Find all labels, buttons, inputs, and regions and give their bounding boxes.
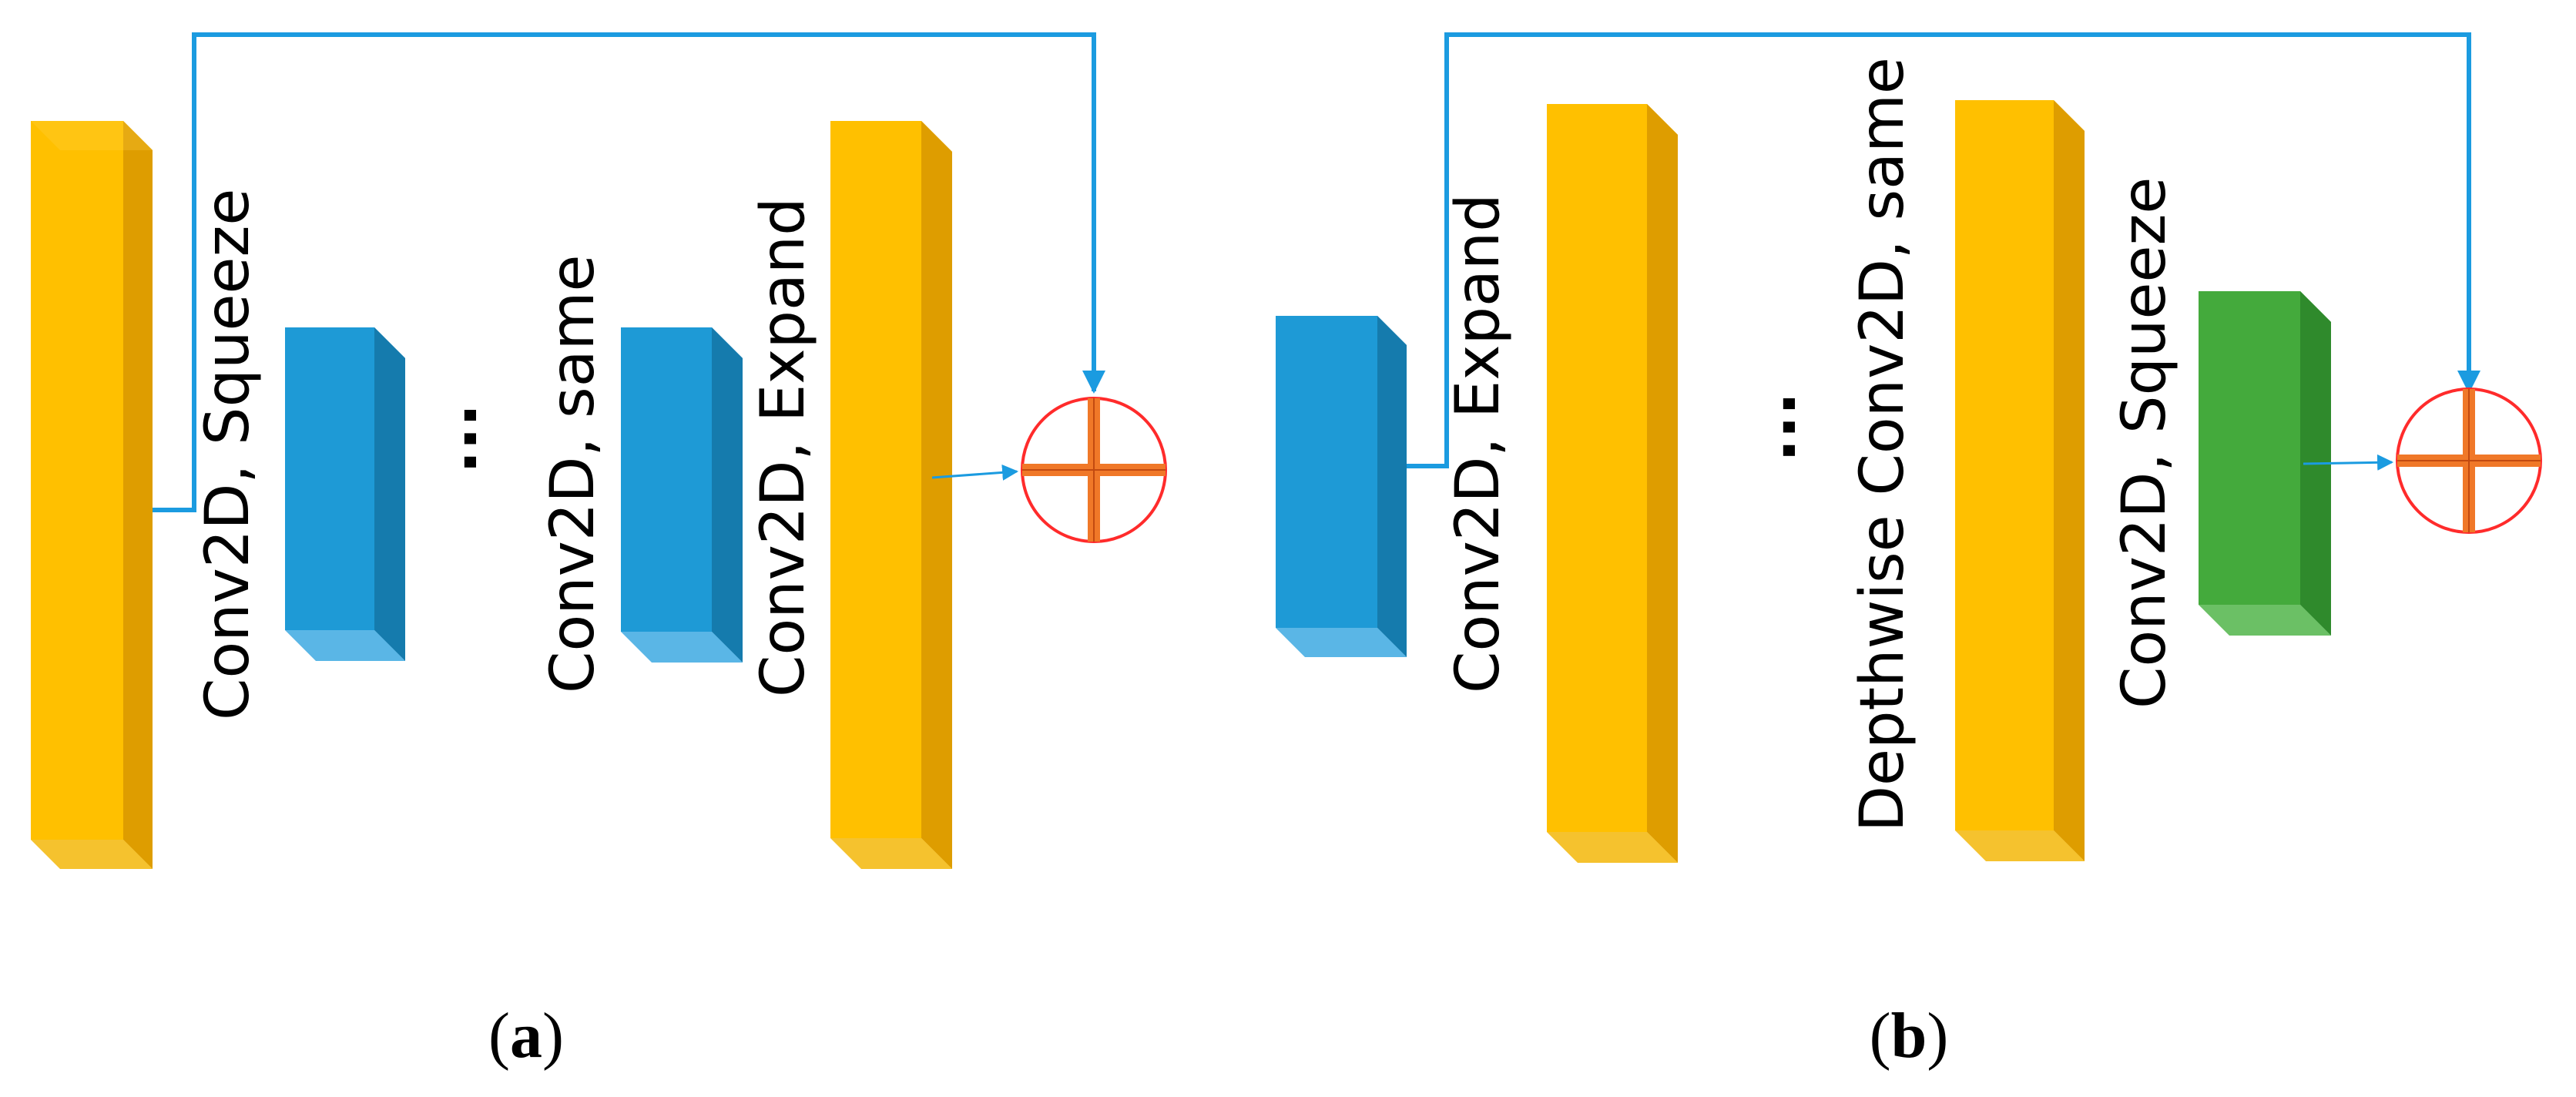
panel-a-label-same: Conv2D, same bbox=[538, 255, 608, 693]
panel-a-label-expand: Conv2D, Expand bbox=[749, 197, 818, 697]
panel-b-arrow-to-sum bbox=[2303, 454, 2394, 471]
panel-a-squeeze-block bbox=[285, 327, 405, 661]
panel-a: Conv2D, Squeeze ... Conv2D, same Conv2D,… bbox=[31, 32, 1167, 1072]
panel-a-arrow-to-sum bbox=[931, 464, 1019, 481]
panel-b-caption-close: ) bbox=[1927, 1000, 1948, 1072]
panel-a-input-block bbox=[31, 121, 153, 869]
panel-a-same-block bbox=[621, 327, 743, 663]
panel-b-caption-open: ( bbox=[1870, 1000, 1891, 1072]
panel-a-skip-connection bbox=[153, 32, 1105, 512]
panel-b-depthwise-block bbox=[1955, 100, 2085, 861]
panel-a-caption-letter: a bbox=[510, 1000, 542, 1072]
panel-b: Conv2D, Expand ... Depthwise Conv2D, sam… bbox=[1276, 32, 2542, 1072]
panel-a-ellipsis: ... bbox=[419, 404, 491, 474]
panel-b-label-expand: Conv2D, Expand bbox=[1444, 193, 1513, 693]
panel-b-ellipsis: ... bbox=[1738, 392, 1810, 462]
panel-b-label-squeeze: Conv2D, Squeeze bbox=[2110, 177, 2179, 709]
panel-a-caption: (a) bbox=[488, 1000, 564, 1072]
panel-b-expand-block bbox=[1547, 104, 1678, 863]
panel-b-caption: (b) bbox=[1870, 1000, 1949, 1072]
panel-b-input-block bbox=[1276, 316, 1407, 657]
panel-a-caption-close: ) bbox=[542, 1000, 564, 1072]
panel-a-caption-open: ( bbox=[488, 1000, 510, 1072]
panel-a-expand-block bbox=[830, 121, 952, 869]
panel-b-caption-letter: b bbox=[1891, 1000, 1927, 1072]
panel-b-label-depthwise: Depthwise Conv2D, same bbox=[1848, 57, 1917, 832]
panel-a-label-squeeze: Conv2D, Squeeze bbox=[193, 189, 263, 720]
panel-b-squeeze-block bbox=[2199, 291, 2331, 636]
panel-a-sum-node bbox=[1021, 397, 1167, 543]
panel-b-skip-connection bbox=[1407, 32, 2480, 468]
panel-b-sum-node bbox=[2396, 387, 2542, 534]
